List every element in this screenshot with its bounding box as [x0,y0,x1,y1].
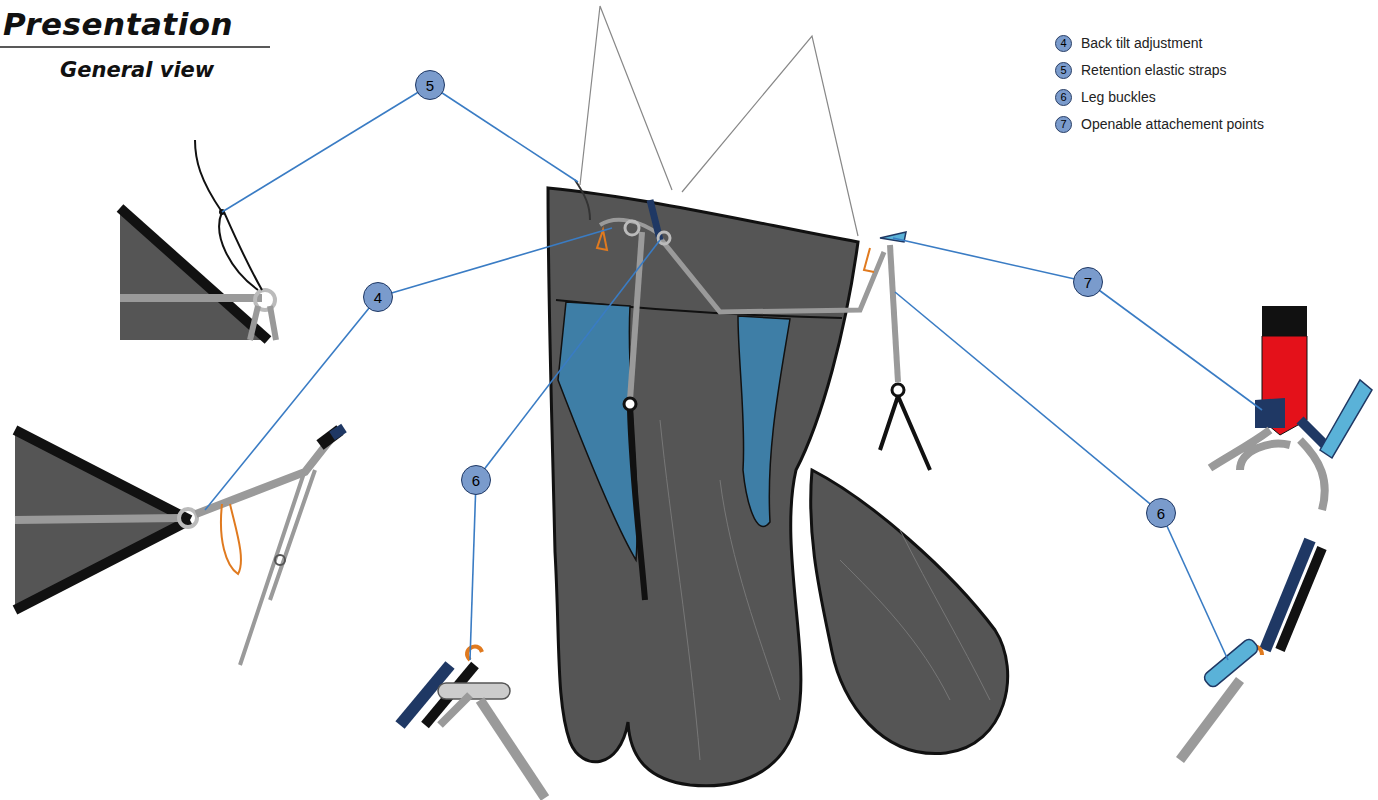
leader-line [895,292,1161,513]
strap-end [332,428,344,436]
ring [625,221,639,235]
riser-line [580,6,672,190]
leader-line [476,240,660,480]
strap-end [1262,306,1307,336]
elastic-cord [195,140,262,290]
callout-text: 7 [1084,274,1092,291]
harness-body [548,188,858,786]
detail-strap [196,440,330,514]
callout-text: 6 [472,472,480,489]
buckle [275,555,285,565]
callout-text: 4 [374,289,382,306]
callout-number: 7 [1073,267,1103,297]
shoulder-strap [890,245,898,382]
chest-strap [660,238,884,312]
panel-edge [15,430,190,610]
page-title: Presentation [3,6,233,42]
legend-text: Openable attachement points [1081,116,1264,132]
leader-line [1088,282,1262,410]
leader-line [222,85,430,212]
strap-ring [624,398,636,410]
orange-loop [597,230,607,250]
buckle-bar [1202,637,1260,689]
attachment-strap [1255,398,1285,428]
back-strap [600,220,660,235]
legend-text: Leg buckles [1081,89,1156,105]
side-panel [738,316,790,526]
leg-strap [1180,680,1240,760]
orange-loop [864,248,874,272]
detail-strap [15,518,180,520]
legend-text: Back tilt adjustment [1081,35,1202,51]
leader-line [205,297,378,510]
leg-strap [440,695,470,725]
leader-lines [205,85,1262,660]
detail-strap [1210,430,1325,510]
leader-line [430,85,578,182]
leader-line [378,228,612,297]
leader-line [893,238,1088,282]
title-underline [0,46,270,48]
detail-panel [120,208,268,340]
callout-text: 6 [1157,505,1165,522]
legend-number: 7 [1055,116,1072,133]
carabiner [1320,380,1372,458]
buckle-bar [438,683,510,699]
shoulder-strap [630,232,642,400]
leg-strap [480,700,545,798]
leg-strap [1280,548,1322,650]
fold-line [900,530,990,700]
legend-text: Retention elastic straps [1081,62,1227,78]
orange-loop [467,647,482,660]
ring [179,509,197,527]
callout-number: 6 [461,465,491,495]
orange-loop [221,504,241,574]
leader-line [470,480,476,660]
legend-number: 4 [1055,35,1072,52]
legend-number: 5 [1055,62,1072,79]
callout-text: 5 [426,77,434,94]
callout-number: 4 [363,282,393,312]
leader-line [1161,513,1228,660]
leg-pocket [811,470,1008,754]
detail-panel [15,430,190,610]
strap-ring [892,384,904,396]
riser-line [682,36,858,236]
detail-strap [120,294,262,302]
subtitle: General view [60,58,214,82]
fold-line [660,420,700,760]
leg-strap [880,396,930,470]
leg-strap [630,410,645,600]
legend-number: 6 [1055,89,1072,106]
side-panel [558,302,637,560]
adjust-strap [240,470,315,665]
callout-number: 5 [415,70,445,100]
detail-strap [250,306,276,340]
fold-line [720,480,780,700]
ring [658,232,670,244]
callout-number: 6 [1146,498,1176,528]
elastic-cord [575,180,590,220]
panel-edge [120,208,268,340]
fold-line [840,560,950,700]
